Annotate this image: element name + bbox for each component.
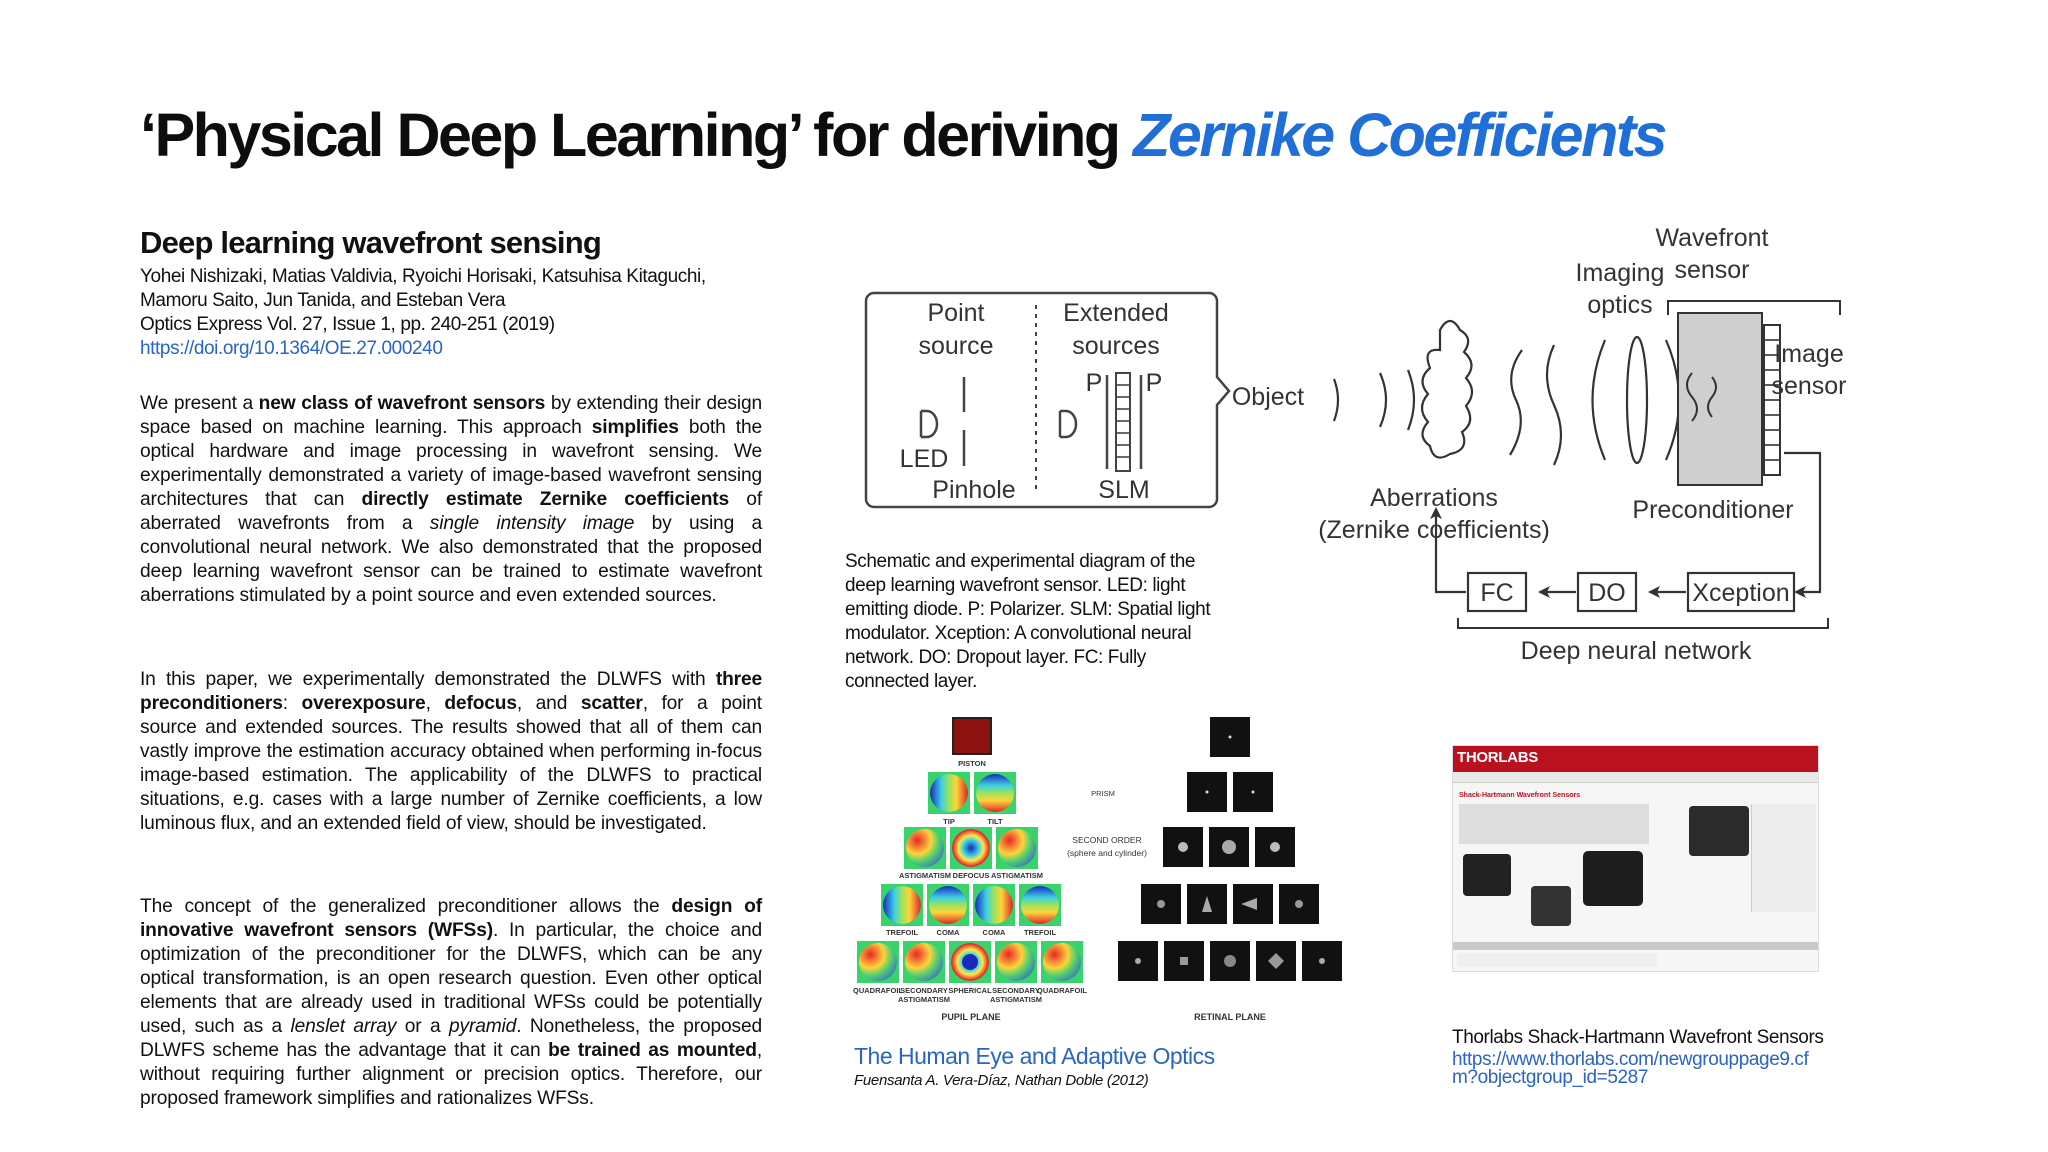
svg-text:ASTIGMATISM: ASTIGMATISM: [991, 871, 1043, 880]
pupil-plane-label: PUPIL PLANE: [941, 1012, 1000, 1022]
imaging-lens: [1625, 335, 1649, 465]
image-sensor-label-1: Image: [1774, 340, 1843, 368]
zernike-tilt: [976, 774, 1014, 812]
slm-label: SLM: [1098, 476, 1149, 504]
point-source-label-1: Point: [928, 299, 985, 327]
schematic-caption: Schematic and experimental diagram of th…: [845, 551, 1211, 692]
paper-doi-link[interactable]: https://doi.org/10.1364/OE.27.000240: [140, 338, 443, 359]
thorlabs-page-thumbnail: THORLABS Shack-Hartmann Wavefront Sensor…: [1452, 745, 1819, 972]
slide-title: ‘Physical Deep Learning’ for deriving Ze…: [140, 100, 1668, 170]
svg-text:SECONDARY: SECONDARY: [900, 986, 948, 995]
dlwfs-schematic: Point source Extended sources LED Pinhol…: [864, 224, 1847, 665]
object-label: Object: [1232, 383, 1304, 411]
led-icon-2: [1058, 409, 1078, 439]
svg-text:SPHERICAL: SPHERICAL: [948, 986, 992, 995]
svg-text:COMA: COMA: [983, 928, 1006, 937]
zernike-defocus: [952, 829, 990, 867]
dropout-label: DO: [1588, 579, 1626, 607]
led-label: LED: [900, 445, 949, 473]
thorlabs-url-line1[interactable]: https://www.thorlabs.com/newgrouppage9.c…: [1452, 1049, 1809, 1070]
wavefront-sensor-label-1: Wavefront: [1655, 224, 1768, 252]
retinal-plane-label: RETINAL PLANE: [1194, 1012, 1266, 1022]
svg-text:COMA: COMA: [937, 928, 960, 937]
thorlabs-header: THORLABS: [1453, 746, 1818, 772]
polarizer-label-1: P: [1086, 369, 1103, 397]
thorlabs-page-title: Shack-Hartmann Wavefront Sensors: [1459, 792, 1581, 799]
pinhole-label: Pinhole: [932, 476, 1015, 504]
aberrations-label-1: Aberrations: [1370, 484, 1498, 512]
svg-text:TREFOIL: TREFOIL: [1024, 928, 1056, 937]
wavefront-arcs: [1332, 339, 1710, 466]
fc-block: [1466, 571, 1528, 613]
svg-text:SECONDARY: SECONDARY: [992, 986, 1040, 995]
slm-icon: [1115, 372, 1131, 472]
zernike-tip: [930, 774, 968, 812]
preconditioner-label: Preconditioner: [1632, 496, 1793, 524]
paragraph-1: We present a new class of wavefront sens…: [140, 393, 763, 606]
extended-sources-label-2: sources: [1072, 332, 1160, 360]
svg-text:DEFOCUS: DEFOCUS: [953, 871, 990, 880]
imaging-optics-label-1: Imaging: [1576, 259, 1665, 287]
dropout-block: [1576, 571, 1638, 613]
aberrations-label-2: (Zernike coefficients): [1318, 516, 1550, 544]
svg-text:TIP: TIP: [943, 817, 955, 826]
paper-heading: Deep learning wavefront sensing: [140, 225, 602, 260]
svg-text:(sphere and cylinder): (sphere and cylinder): [1067, 848, 1147, 858]
eye-ref-authors: Fuensanta A. Vera-Díaz, Nathan Doble (20…: [854, 1072, 1149, 1089]
imaging-optics-label-2: optics: [1587, 291, 1652, 319]
svg-text:ASTIGMATISM: ASTIGMATISM: [899, 871, 951, 880]
svg-text:PRISM: PRISM: [1091, 789, 1115, 798]
svg-text:QUADRAFOIL: QUADRAFOIL: [853, 986, 903, 995]
point-source-label-2: source: [918, 332, 993, 360]
paragraph-3: The concept of the generalized precondit…: [140, 896, 763, 1109]
xception-block: [1686, 571, 1796, 613]
preconditioner-block: [1677, 312, 1763, 486]
deep-neural-network-label: Deep neural network: [1521, 637, 1752, 665]
extended-sources-label-1: Extended: [1063, 299, 1169, 327]
fc-label: FC: [1480, 579, 1513, 607]
paper-authors-line1: Yohei Nishizaki, Matias Valdivia, Ryoich…: [140, 266, 706, 287]
svg-text:ASTIGMATISM: ASTIGMATISM: [898, 995, 950, 1004]
zernike-piston: [954, 719, 990, 753]
svg-text:PISTON: PISTON: [958, 759, 986, 768]
title-highlight: Zernike Coefficients: [1133, 101, 1667, 169]
aberration-phase-screen: [1420, 319, 1474, 459]
polarizer-label-2: P: [1146, 369, 1163, 397]
source-box: [864, 291, 1231, 509]
svg-text:ASTIGMATISM: ASTIGMATISM: [990, 995, 1042, 1004]
xception-label: Xception: [1692, 579, 1789, 607]
title-prefix: ‘Physical Deep Learning’ for deriving: [140, 101, 1134, 169]
thorlabs-url-line2[interactable]: m?objectgroup_id=5287: [1452, 1067, 1649, 1088]
thorlabs-caption: Thorlabs Shack-Hartmann Wavefront Sensor…: [1452, 1027, 1824, 1048]
svg-text:TILT: TILT: [987, 817, 1003, 826]
eye-ref-title[interactable]: The Human Eye and Adaptive Optics: [854, 1043, 1215, 1069]
thorlabs-logo: THORLABS: [1457, 749, 1538, 766]
image-sensor-label-2: sensor: [1771, 372, 1846, 400]
wavefront-sensor-label-2: sensor: [1674, 256, 1749, 284]
svg-text:SECOND ORDER: SECOND ORDER: [1072, 835, 1141, 845]
paragraph-2: In this paper, we experimentally demonst…: [140, 669, 762, 834]
led-icon: [919, 409, 939, 439]
paper-journal: Optics Express Vol. 27, Issue 1, pp. 240…: [140, 314, 555, 335]
svg-text:QUADRAFOIL: QUADRAFOIL: [1037, 986, 1087, 995]
paper-authors-line2: Mamoru Saito, Jun Tanida, and Esteban Ve…: [140, 290, 506, 311]
svg-text:TREFOIL: TREFOIL: [886, 928, 918, 937]
